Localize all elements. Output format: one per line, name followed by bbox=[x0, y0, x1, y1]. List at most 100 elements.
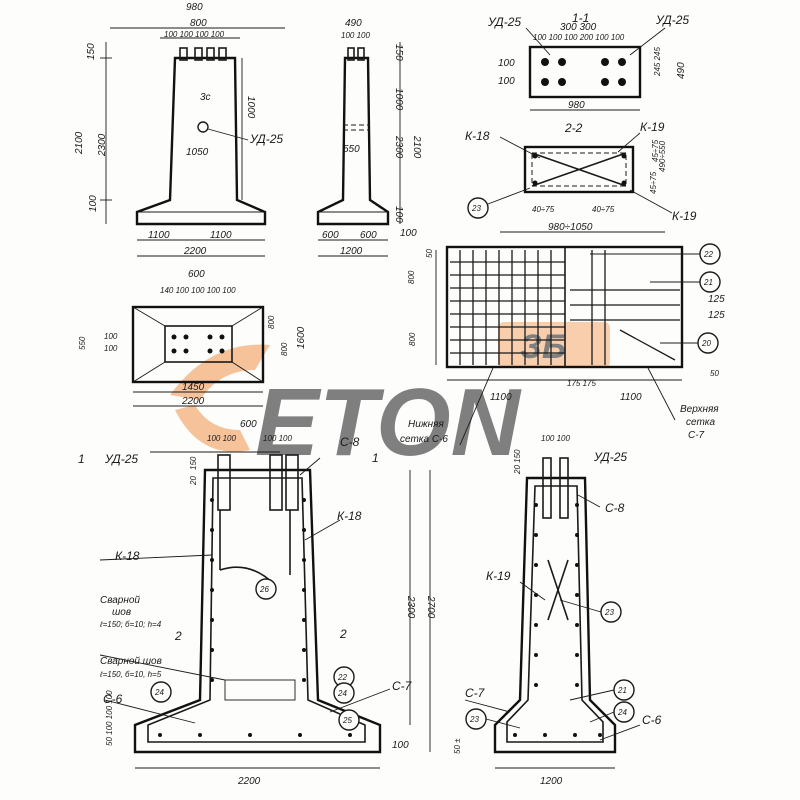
sec22-width-range: 980÷1050 bbox=[548, 222, 593, 233]
side-elevation: 490 100 100 150 1000 2300 2100 550 100 1… bbox=[316, 18, 422, 257]
sec11-insert-right: УД-25 bbox=[655, 13, 689, 27]
front-stirrup-dots bbox=[158, 498, 352, 737]
rs-top-dims: 100 100 bbox=[541, 434, 570, 443]
side-base-right: 600 bbox=[360, 230, 377, 241]
rs-width: 1200 bbox=[540, 776, 563, 787]
rf-k18a: К-18 bbox=[337, 509, 362, 523]
rf-top-dims: 100 100 bbox=[207, 434, 236, 443]
front-base-right: 1100 bbox=[210, 230, 232, 241]
rf-h150: 150 bbox=[189, 456, 198, 470]
rf-c24b: 24 bbox=[337, 689, 347, 698]
rf-k18b: К-18 bbox=[115, 549, 140, 563]
front-h2300: 2300 bbox=[97, 133, 108, 157]
rf-weld2: Сварной шов bbox=[100, 656, 162, 667]
reinforcement-front-section: 1 УД-25 1 С-8 100 100 100 100 600 150 20… bbox=[78, 419, 436, 787]
front-3s: 3с bbox=[200, 92, 211, 103]
plan-left-2: 100 bbox=[104, 332, 118, 341]
mesh-h800a: 800 bbox=[407, 270, 416, 284]
mesh-h50b: 50 bbox=[710, 369, 719, 378]
watermark-badge: ЗБ bbox=[520, 328, 566, 366]
rf-insert: УД-25 bbox=[104, 452, 138, 466]
rf-sec1: 1 bbox=[78, 452, 85, 466]
side-top-width: 490 bbox=[345, 18, 362, 29]
rf-c22: 22 bbox=[337, 673, 347, 682]
mesh-upper-label: Верхняя bbox=[680, 404, 719, 415]
rf-c6: С-6 bbox=[103, 692, 123, 706]
rf-c24a: 24 bbox=[154, 688, 164, 697]
section-2-2: 2-2 К-18 К-19 К-19 23 40÷75 40÷75 980÷10… bbox=[465, 120, 697, 233]
side-base-total: 1200 bbox=[340, 246, 363, 257]
rs-h20: 20 150 bbox=[513, 449, 522, 475]
rs-c21: 21 bbox=[617, 686, 627, 695]
plan-view: 600 140 100 100 100 100 550 100 100 800 … bbox=[78, 269, 307, 407]
side-h100a: 100 bbox=[393, 206, 404, 223]
plan-right-1: 800 bbox=[267, 315, 276, 329]
plan-left-1: 550 bbox=[78, 336, 87, 350]
side-h550: 550 bbox=[343, 144, 360, 155]
mesh-upper-name: С-7 bbox=[688, 430, 705, 441]
rf-h2300: 2300 bbox=[405, 595, 416, 619]
sec22-right-2: 490÷550 bbox=[658, 140, 667, 172]
plan-right-3: 1600 bbox=[296, 326, 307, 349]
side-h150: 150 bbox=[393, 44, 404, 61]
rs-c23: 23 bbox=[604, 608, 614, 617]
sec22-k19-bottom: К-19 bbox=[672, 209, 697, 223]
mesh-w-left: 1100 bbox=[490, 392, 512, 403]
front-h100: 100 bbox=[88, 195, 99, 212]
side-h2300: 2300 bbox=[393, 135, 404, 159]
reinforcement-side-section: 100 100 20 150 УД-25 С-8 К-19 23 21 С-7 … bbox=[453, 434, 662, 787]
rf-c25: 25 bbox=[342, 716, 352, 725]
sec22-dim-b: 40÷75 bbox=[592, 205, 615, 214]
rf-left-dims: 50 100 100 100 bbox=[105, 690, 114, 746]
watermark-arc-icon bbox=[170, 344, 270, 400]
mesh-c20: 20 bbox=[701, 339, 711, 348]
side-h100b: 100 bbox=[400, 228, 417, 239]
rs-c7: С-7 bbox=[465, 686, 486, 700]
sec11-right-dims: 245 245 bbox=[653, 47, 662, 77]
plan-top-w: 600 bbox=[188, 269, 205, 280]
rf-h20: 20 bbox=[189, 476, 198, 486]
sec22-right-3: 45÷75 bbox=[649, 171, 658, 194]
front-base-left: 1100 bbox=[148, 230, 170, 241]
lower-mesh-grid bbox=[450, 250, 565, 365]
section-1-1: 1-1 УД-25 УД-25 300 300 100 100 100 200 … bbox=[487, 11, 689, 111]
rs-insert: УД-25 bbox=[593, 450, 627, 464]
reinforcement-mesh-plan: 50 800 800 22 21 20 125 125 175 175 1100… bbox=[400, 243, 725, 446]
rf-h100: 100 bbox=[392, 740, 409, 751]
rs-left-dims: 50 ± bbox=[453, 738, 462, 754]
rf-weld1b: шов bbox=[112, 607, 131, 618]
watermark-badge-box bbox=[498, 322, 610, 368]
mesh-lower-name: сетка С-6 bbox=[400, 434, 448, 445]
side-base-left: 600 bbox=[322, 230, 339, 241]
plan-w1450: 1450 bbox=[182, 382, 205, 393]
sec11-width: 980 bbox=[568, 100, 585, 111]
rs-c6: С-6 bbox=[642, 713, 662, 727]
rf-sec2b: 2 bbox=[339, 627, 347, 641]
rf-c8: С-8 bbox=[340, 435, 360, 449]
sec11-bar-dims: 100 100 100 200 100 100 bbox=[533, 33, 625, 42]
front-top-width: 980 bbox=[186, 2, 203, 13]
front-neck-width: 800 bbox=[190, 18, 207, 29]
rf-top-dims2: 100 100 bbox=[263, 434, 292, 443]
rf-sec2: 2 bbox=[174, 629, 182, 643]
rf-sec1b: 1 bbox=[372, 451, 379, 465]
mesh-s125b: 125 bbox=[708, 310, 725, 321]
sec11-top-dims: 300 300 bbox=[560, 22, 597, 33]
sec11-height: 490 bbox=[676, 62, 687, 79]
sec11-title: 1-1 bbox=[572, 11, 589, 25]
plan-bars-dims: 140 100 100 100 100 bbox=[160, 286, 236, 295]
rs-c24: 24 bbox=[617, 708, 627, 717]
mesh-c22: 22 bbox=[703, 250, 713, 259]
rf-c26: 26 bbox=[259, 585, 269, 594]
front-h150: 150 bbox=[86, 43, 97, 60]
rf-c7: С-7 bbox=[392, 679, 413, 693]
rf-weld1-spec: ℓ=150; б=10; h=4 bbox=[99, 620, 162, 629]
plan-left-3: 100 bbox=[104, 344, 118, 353]
rs-c8: С-8 bbox=[605, 501, 625, 515]
front-h2100: 2100 bbox=[74, 131, 85, 155]
rs-k19: К-19 bbox=[486, 569, 511, 583]
sec22-circle-23: 23 bbox=[471, 204, 481, 213]
sec22-dim-a: 40÷75 bbox=[532, 205, 555, 214]
plan-right-2: 800 bbox=[280, 342, 289, 356]
